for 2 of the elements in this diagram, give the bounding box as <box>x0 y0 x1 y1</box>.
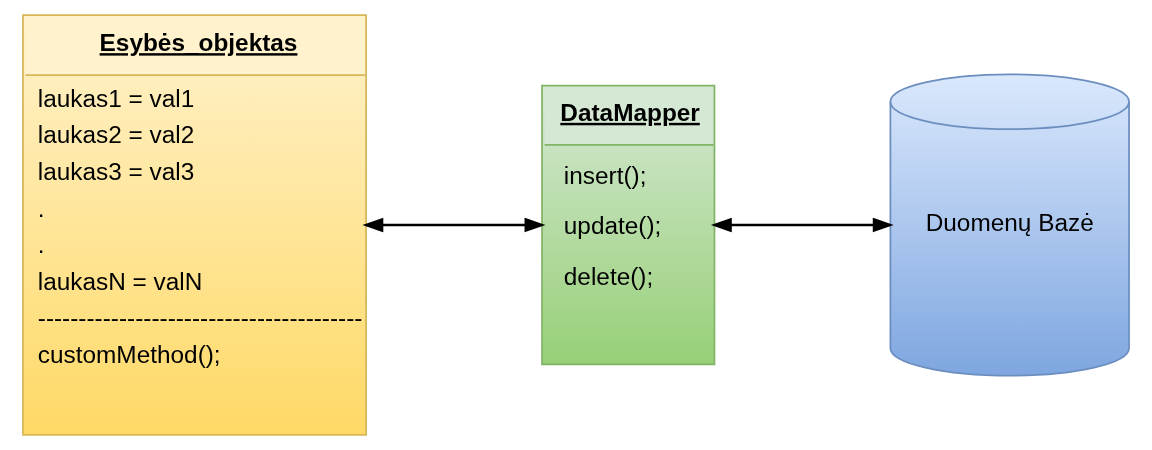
arrow <box>362 217 546 233</box>
arrow <box>710 217 894 233</box>
